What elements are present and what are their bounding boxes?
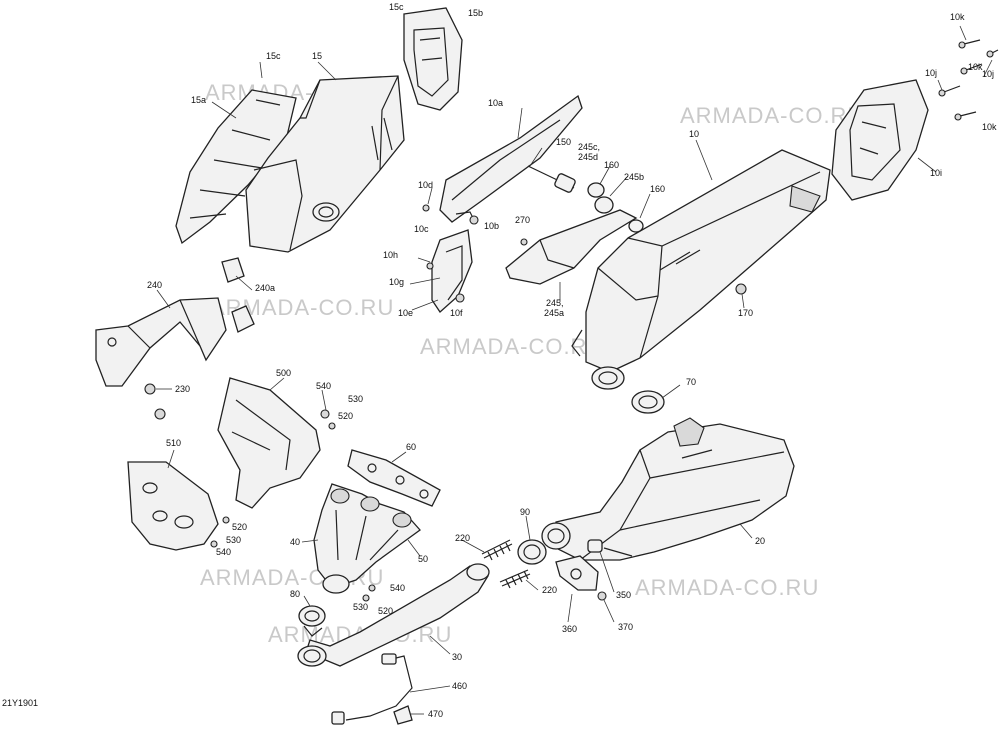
label-40: 40 [290, 537, 300, 547]
label-540: 540 [390, 583, 405, 593]
label-540: 540 [316, 381, 331, 391]
label-530: 530 [353, 602, 368, 612]
part-510-heat-shield [127, 461, 219, 551]
label-530: 530 [226, 535, 241, 545]
label-30: 30 [452, 652, 462, 662]
part-170-plug [735, 283, 747, 295]
watermark: ARMADA-CO.RU [680, 103, 864, 128]
part-240-bracket [95, 297, 227, 387]
label-10k: 10k [950, 12, 965, 22]
part-90-gasket-ring [517, 539, 547, 565]
label-70: 70 [686, 377, 696, 387]
label-245a: 245a [544, 308, 564, 318]
label-160: 160 [650, 184, 665, 194]
label-10b: 10b [484, 221, 499, 231]
label-350: 350 [616, 590, 631, 600]
label-50: 50 [418, 554, 428, 564]
fasteners-10k [938, 39, 999, 121]
label-15c: 15c [389, 2, 404, 12]
label-240a: 240a [255, 283, 275, 293]
label-170: 170 [738, 308, 753, 318]
label-15b: 15b [468, 8, 483, 18]
part-15a-heat-shield [175, 89, 297, 245]
label-150: 150 [556, 137, 571, 147]
label-160: 160 [604, 160, 619, 170]
label-245c: 245c, [578, 142, 600, 152]
fasteners-small [210, 204, 479, 602]
part-15b-frame [403, 7, 463, 111]
label-10k: 10k [968, 62, 983, 72]
label-245d: 245d [578, 152, 598, 162]
label-520: 520 [378, 606, 393, 616]
label-230: 230 [175, 384, 190, 394]
label-270: 270 [515, 215, 530, 225]
label-10a: 10a [488, 98, 503, 108]
label-500: 500 [276, 368, 291, 378]
part-10-main-muffler [571, 149, 831, 390]
part-230-nut [154, 408, 166, 420]
label-460: 460 [452, 681, 467, 691]
label-220: 220 [542, 585, 557, 595]
label-90: 90 [520, 507, 530, 517]
label-10e: 10e [398, 308, 413, 318]
part-350-grommet [587, 539, 633, 601]
diagram-id: 21Y1901 [2, 698, 38, 708]
watermarks: ARMADA-CO.RU ARMADA-CO.RU ARMADA-CO.RU A… [200, 80, 864, 647]
watermark: ARMADA-CO.RU [635, 575, 819, 600]
part-245-bracket [505, 209, 638, 285]
part-40-manifold [313, 483, 421, 594]
part-30-header-pipe [297, 563, 490, 667]
label-370: 370 [618, 622, 633, 632]
part-460-sensor-wire [331, 653, 413, 725]
label-10i: 10i [930, 168, 942, 178]
label-15a: 15a [191, 95, 206, 105]
part-10a-cover [439, 94, 583, 225]
label-20: 20 [755, 536, 765, 546]
label-520: 520 [232, 522, 247, 532]
label-220: 220 [455, 533, 470, 543]
label-240: 240 [147, 280, 162, 290]
label-80: 80 [290, 589, 300, 599]
label-520: 520 [338, 411, 353, 421]
part-70-clamp [631, 390, 665, 414]
label-510: 510 [166, 438, 181, 448]
part-15-muffler-box [245, 75, 405, 253]
label-245: 245, [546, 298, 564, 308]
part-20-front-muffler [541, 417, 795, 561]
part-10i-end-cap [831, 79, 929, 201]
label-10j: 10j [982, 69, 994, 79]
label-10c: 10c [414, 224, 429, 234]
label-10d: 10d [418, 180, 433, 190]
label-470: 470 [428, 709, 443, 719]
label-10h: 10h [383, 250, 398, 260]
leader-lines [156, 25, 993, 715]
part-150-bolt [527, 165, 644, 233]
part-360-bracket [555, 555, 599, 591]
label-10j: 10j [925, 68, 937, 78]
label-10: 10 [689, 129, 699, 139]
label-10g: 10g [389, 277, 404, 287]
callout-labels: 15c 15b 15c 15 15a 10k 10k 10k 10j 10j 1… [2, 2, 997, 719]
label-10k: 10k [982, 122, 997, 132]
label-60: 60 [406, 442, 416, 452]
part-230-nut [144, 383, 156, 395]
part-240a-grommets [221, 257, 255, 333]
part-80-clamp [298, 605, 326, 637]
label-530: 530 [348, 394, 363, 404]
label-360: 360 [562, 624, 577, 634]
label-15c: 15c [266, 51, 281, 61]
label-245b: 245b [624, 172, 644, 182]
part-500-heat-shield [217, 377, 321, 509]
label-540: 540 [216, 547, 231, 557]
part-10e-plate [431, 229, 473, 313]
label-10f: 10f [450, 308, 463, 318]
part-60-gasket [347, 449, 441, 507]
label-15: 15 [312, 51, 322, 61]
part-220-springs [481, 539, 531, 589]
